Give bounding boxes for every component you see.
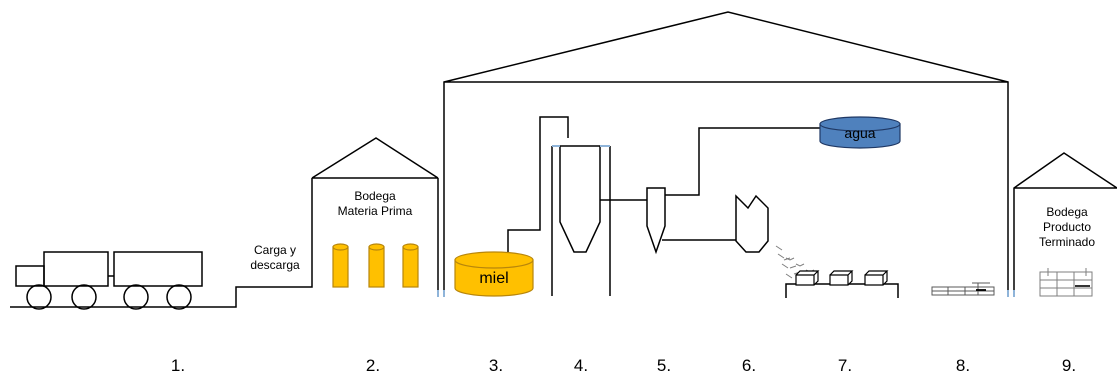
step-number-6: 6. <box>741 356 757 375</box>
raw-material-drums <box>332 243 419 288</box>
evaporator-vessel <box>559 146 601 253</box>
pipe-cyclone-agua <box>665 127 820 196</box>
hopper <box>735 194 769 253</box>
packing-table <box>785 283 899 298</box>
step-number-5: 5. <box>656 356 672 375</box>
agua-label: agua <box>844 125 876 141</box>
drum-icon <box>368 243 385 288</box>
step-number-9: 9. <box>1061 356 1077 375</box>
miel-label: miel <box>479 270 509 287</box>
storage-rack-large <box>1039 268 1093 297</box>
carga-descarga-label: Carga y descarga <box>250 243 300 272</box>
box-icon <box>795 270 820 286</box>
box-icon <box>829 270 854 286</box>
storage-rack-small <box>931 282 995 296</box>
step-number-4: 4. <box>573 356 589 375</box>
pipe-miel-tower <box>507 116 569 255</box>
ground-line <box>10 178 313 308</box>
step-number-7: 7. <box>837 356 853 375</box>
step-number-8: 8. <box>955 356 971 375</box>
step-number-2: 2. <box>365 356 381 375</box>
main-building-outline <box>443 11 1009 296</box>
drum-icon <box>332 243 349 288</box>
truck-icon <box>15 251 203 310</box>
falling-product <box>775 245 815 279</box>
step-number-1: 1. <box>170 356 186 375</box>
bodega-materia-prima-label: Bodega Materia Prima <box>337 189 413 218</box>
box-icon <box>864 270 889 286</box>
step-number-3: 3. <box>488 356 504 375</box>
drum-icon <box>402 243 419 288</box>
cyclone <box>646 187 666 255</box>
bodega-producto-terminado-label: Bodega Producto Terminado <box>1038 205 1096 249</box>
bodega-producto-terminado-outline <box>1013 152 1117 296</box>
miel-tank <box>454 251 534 297</box>
product-boxes <box>795 270 889 286</box>
agua-tank <box>819 116 901 149</box>
bodega-materia-prima-outline <box>311 137 439 296</box>
